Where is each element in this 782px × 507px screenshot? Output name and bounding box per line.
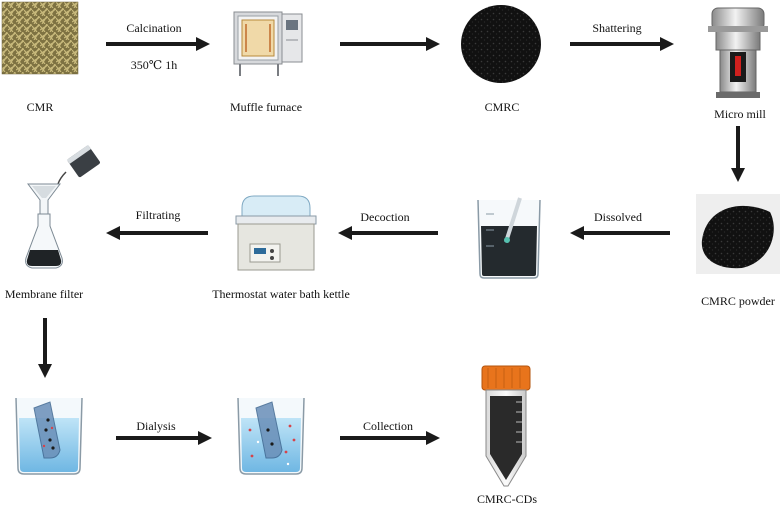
arrow-dissolved — [570, 226, 670, 240]
beaker-dark-icon — [477, 197, 541, 279]
step-collection: Collection — [363, 419, 413, 433]
muffle-furnace-icon — [233, 11, 303, 76]
arrow-calcination — [106, 37, 210, 51]
label-micro-mill: Micro mill — [714, 107, 766, 121]
label-cmr: CMR — [26, 100, 54, 114]
arrow-to-dialysis — [38, 318, 52, 378]
step-dissolved: Dissolved — [594, 210, 642, 224]
arrow-decoction — [338, 226, 438, 240]
micro-mill-icon — [708, 7, 768, 98]
label-cmrc: CMRC — [484, 100, 520, 114]
label-muffle-furnace: Muffle furnace — [229, 100, 303, 114]
cmrc-powder-image — [696, 194, 780, 274]
arrow-dialysis — [116, 431, 212, 445]
cmr-image — [1, 1, 79, 75]
step-shattering: Shattering — [592, 21, 642, 35]
step-filtrating: Filtrating — [135, 208, 181, 222]
arrow-shattering — [570, 37, 674, 51]
centrifuge-tube-icon — [481, 365, 531, 487]
label-cmrc-cds: CMRC-CDs — [476, 492, 538, 506]
membrane-filter-icon — [25, 144, 100, 269]
step-calcination-condition: 350℃ 1h — [130, 58, 178, 72]
label-thermostat: Thermostat water bath kettle — [212, 287, 350, 301]
label-membrane-filter: Membrane filter — [4, 287, 84, 301]
step-dialysis: Dialysis — [136, 419, 176, 433]
arrow-filtrating — [106, 226, 208, 240]
water-bath-icon — [235, 195, 317, 271]
cmrc-image — [460, 4, 542, 86]
arrow-to-cmrc — [340, 37, 440, 51]
dialysis-beaker-2-icon — [237, 397, 305, 475]
dialysis-beaker-1-icon — [15, 397, 83, 475]
step-calcination: Calcination — [126, 21, 182, 35]
label-cmrc-powder: CMRC powder — [701, 294, 775, 308]
step-decoction: Decoction — [360, 210, 410, 224]
arrow-collection — [340, 431, 440, 445]
arrow-to-powder — [731, 126, 745, 182]
